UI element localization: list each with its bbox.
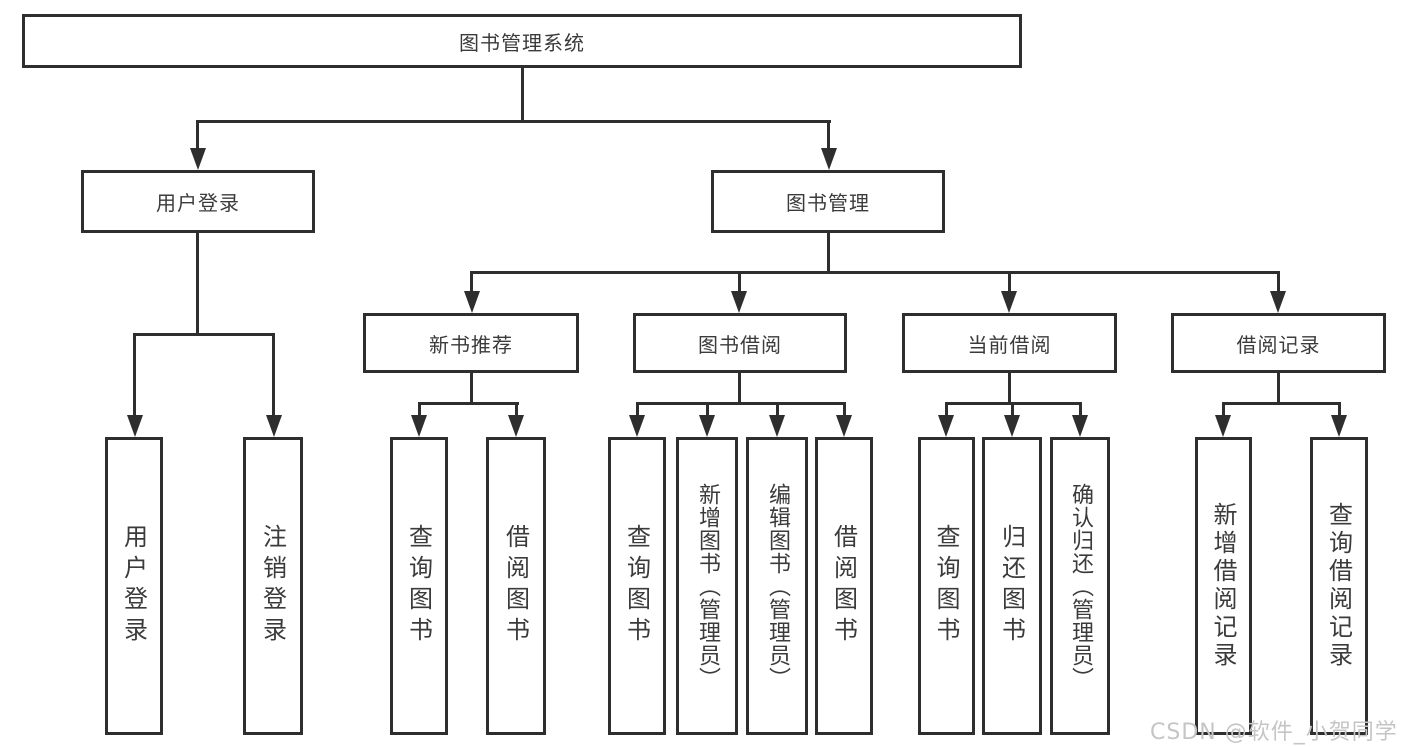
node-label: 确认归还（管理员） [1068,482,1093,690]
leaf-query-books-recommend: 查询图书 [390,437,448,735]
node-new-book-recommend: 新书推荐 [363,313,579,373]
connector-leaf-drop [636,402,639,420]
arrow-down-icon [769,415,785,437]
connector-rail-level3 [470,271,1280,274]
leaf-query-books-current: 查询图书 [918,437,975,735]
connector-book-mgmt-drop [827,120,830,154]
connector-user-login-stem [196,232,199,336]
arrow-down-icon [1072,415,1088,437]
connector-leaf-drop [1338,402,1341,420]
node-label: 归还图书 [997,524,1026,648]
arrow-down-icon [1331,415,1347,437]
node-label: 编辑图书（管理员） [765,482,790,690]
node-label: 用户登录 [119,524,148,648]
node-label: 用户登录 [156,191,240,215]
connector-current-borrow-stem [1008,372,1011,405]
connector-rail-borrow-records [1222,402,1341,405]
leaf-borrow-books-recommend: 借阅图书 [486,437,546,735]
connector-rail-book-borrow [636,402,846,405]
connector-rail-new-book [418,402,519,405]
arrow-down-icon [411,415,427,437]
node-book-management: 图书管理 [711,170,945,233]
connector-leaf-drop [272,333,275,421]
arrow-down-icon [836,415,852,437]
connector-book-borrow-stem [738,372,741,405]
connector-leaf-drop [1222,402,1225,420]
arrow-down-icon [699,415,715,437]
node-label: 当前借阅 [967,332,1052,357]
connector-leaf-drop [1079,402,1082,420]
node-label: 查询图书 [404,524,433,648]
node-label: 借阅图书 [829,524,858,648]
leaf-return-books: 归还图书 [982,437,1042,735]
leaf-query-books-borrowing: 查询图书 [608,437,666,735]
arrow-down-icon [1215,415,1231,437]
arrow-down-icon [731,291,747,313]
node-borrow-records: 借阅记录 [1171,313,1386,373]
connector-book-mgmt-stem [827,232,830,274]
leaf-confirm-return-admin: 确认归还（管理员） [1050,437,1110,735]
arrow-down-icon [464,291,480,313]
connector-level3-drop [1008,271,1011,299]
connector-rail-level2 [196,120,831,123]
connector-root-stem [521,66,524,122]
node-label: 图书借阅 [698,332,782,357]
arrow-down-icon [938,415,954,437]
connector-leaf-drop [515,402,518,420]
connector-level3-drop [738,271,741,299]
node-label: 新书推荐 [429,332,513,357]
leaf-borrow-books: 借阅图书 [815,437,873,735]
arrow-down-icon [629,415,645,437]
leaf-add-books-admin: 新增图书（管理员） [676,437,738,735]
connector-level3-drop [470,271,473,299]
arrow-down-icon [1001,291,1017,313]
node-label: 查询借阅记录 [1324,502,1353,670]
arrow-down-icon [190,148,206,170]
connector-leaf-drop [1011,402,1014,420]
node-label: 注销登录 [258,524,287,648]
node-current-borrowing: 当前借阅 [902,313,1117,373]
node-label: 借阅图书 [501,524,530,648]
connector-user-login-drop [196,120,199,154]
node-label: 图书管理系统 [459,30,585,55]
node-label: 图书管理 [786,191,870,215]
node-label: 查询图书 [932,524,960,648]
node-label: 借阅记录 [1236,332,1321,357]
connector-borrow-records-stem [1277,372,1280,405]
connector-leaf-drop [945,402,948,420]
arrow-down-icon [1004,415,1020,437]
connector-leaf-drop [843,402,846,420]
arrow-down-icon [1270,291,1286,313]
leaf-logout: 注销登录 [243,437,303,735]
csdn-watermark: CSDN @软件_小贺同学 [1150,720,1398,745]
connector-new-book-stem [470,372,473,405]
node-label: 新增借阅记录 [1209,502,1237,670]
node-user-login: 用户登录 [81,170,315,233]
leaf-edit-books-admin: 编辑图书（管理员） [746,437,808,735]
connector-leaf-drop [776,402,779,420]
connector-rail-user-login [133,333,275,336]
node-book-borrowing: 图书借阅 [633,313,847,373]
leaf-user-login: 用户登录 [105,437,163,735]
leaf-add-borrow-record: 新增借阅记录 [1195,437,1252,735]
connector-leaf-drop [418,402,421,420]
node-label: 新增图书（管理员） [695,482,720,690]
arrow-down-icon [508,415,524,437]
arrow-down-icon [266,415,282,437]
node-label: 查询图书 [622,524,651,648]
connector-leaf-drop [133,333,136,421]
connector-leaf-drop [706,402,709,420]
arrow-down-icon [127,415,143,437]
arrow-down-icon [821,148,837,170]
leaf-query-borrow-record: 查询借阅记录 [1310,437,1368,735]
connector-level3-drop [1277,271,1280,299]
node-library-system: 图书管理系统 [22,14,1022,68]
